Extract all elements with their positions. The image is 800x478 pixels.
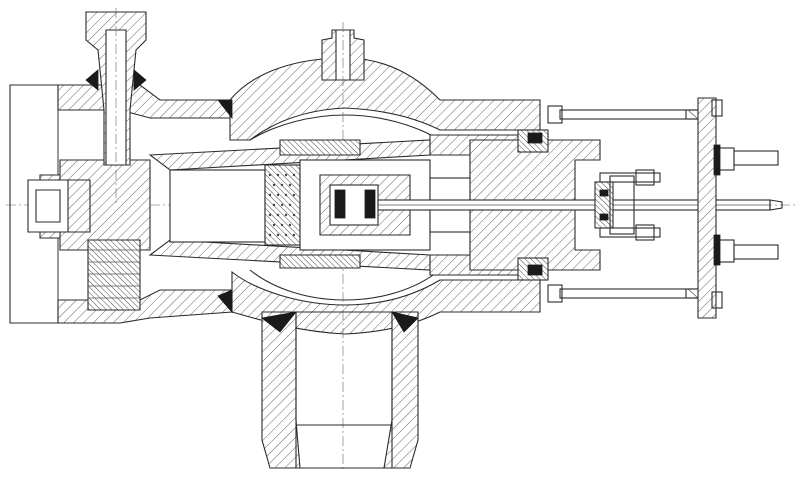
yoke-plate — [697, 97, 779, 319]
packing-gland — [594, 175, 635, 235]
bottom-outlet — [261, 311, 419, 469]
top-left-stem — [85, 8, 147, 205]
perforated-screen — [268, 173, 296, 237]
valve-stem — [377, 199, 783, 211]
inlet-end — [9, 84, 233, 324]
inner-cartridge — [148, 139, 431, 271]
